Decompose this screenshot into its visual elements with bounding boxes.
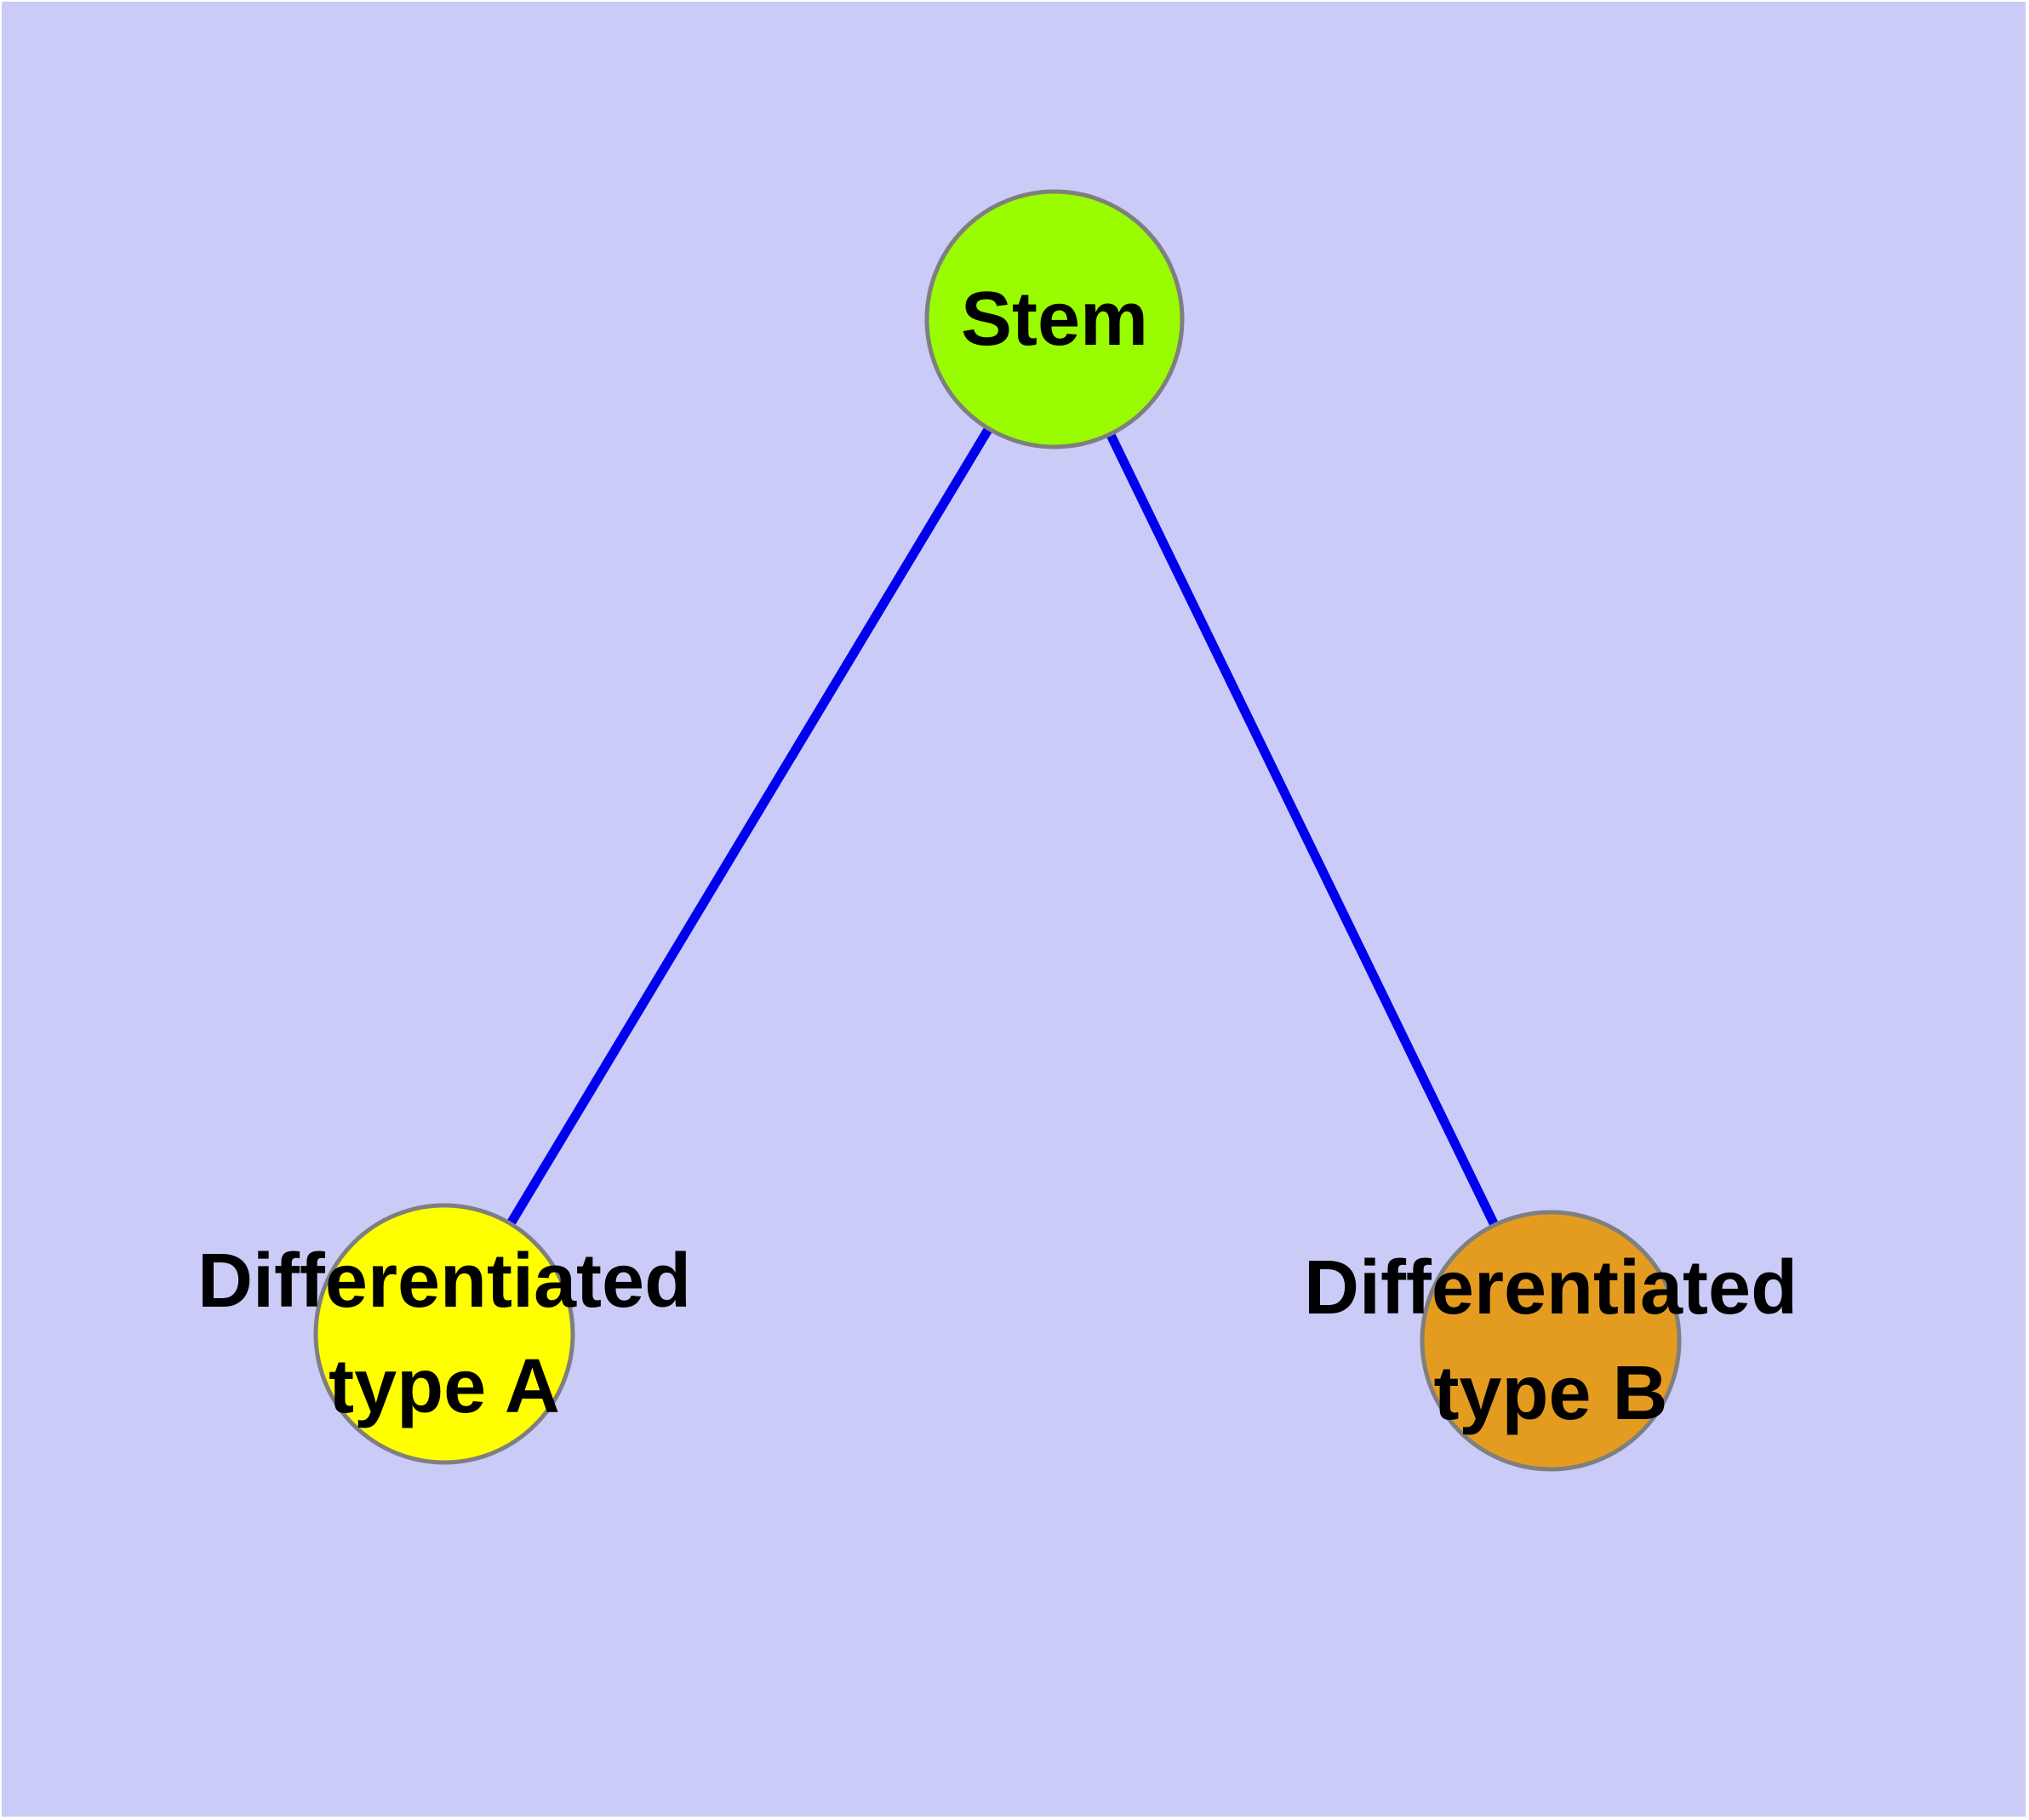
node-diff-b: [1420, 1210, 1682, 1472]
node-stem: [924, 189, 1185, 449]
edge-stem-to-diff-a: [440, 317, 1059, 1336]
node-diff-a: [313, 1203, 575, 1465]
edge-stem-to-diff-b: [1050, 317, 1555, 1343]
